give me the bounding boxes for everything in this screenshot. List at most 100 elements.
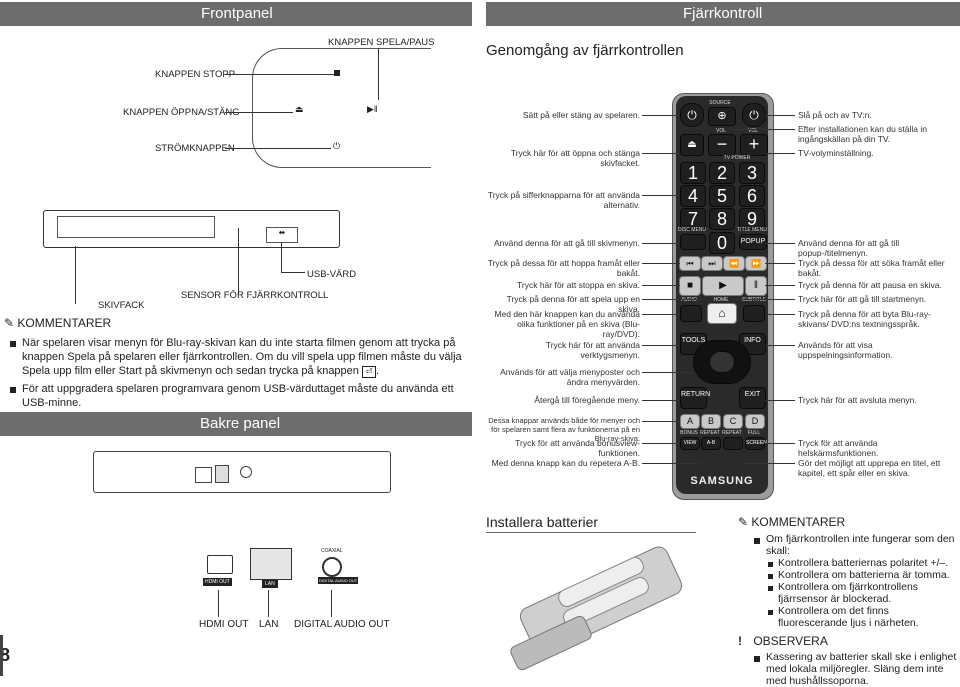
home-label: HOME <box>713 297 729 303</box>
full-screen-key[interactable]: SCREEN <box>745 437 767 450</box>
remote-header: Fjärrkontroll <box>486 2 960 26</box>
label-l6: Tryck här för att stoppa en skiva. <box>517 280 640 290</box>
digit-6[interactable]: 6 <box>739 185 765 207</box>
page-number: 8 <box>0 645 14 666</box>
pause-key[interactable]: ‖ <box>745 276 767 296</box>
label-l5: Tryck på dessa för att hoppa framåt elle… <box>487 258 640 278</box>
eject-key[interactable]: ⏏ <box>680 134 704 156</box>
title-menu-label: TITLE MENU <box>737 227 767 233</box>
repeat-key[interactable] <box>723 437 743 450</box>
digit-9[interactable]: 9 <box>739 208 765 230</box>
repeat2-label: REPEAT <box>722 430 742 436</box>
vol-up-key[interactable]: + <box>740 134 768 156</box>
color-key-c[interactable]: C <box>723 414 743 429</box>
stop-key[interactable]: ■ <box>679 276 701 296</box>
label-r2: Efter installationen kan du ställa in in… <box>798 124 927 144</box>
label-play-pause: KNAPPEN SPELA/PAUS <box>328 37 435 48</box>
power-symbol: ⏻ <box>333 141 341 151</box>
label-r4: Använd denna för att gå till popup-/tite… <box>798 238 900 258</box>
lan-port-zoom <box>250 548 292 580</box>
note-right-item-1: Kontrollera batteriernas polaritet +/–. <box>768 557 960 569</box>
power-key[interactable]: ⏻ <box>680 103 704 127</box>
color-key-a[interactable]: A <box>680 414 700 429</box>
nav-pad-center[interactable] <box>709 351 735 373</box>
rear-lan-port <box>215 465 229 483</box>
label-r12: Gör det möjligt att upprepa en titel, et… <box>798 458 941 478</box>
note-left-item-2: För att uppgradera spelaren programvara … <box>8 382 468 410</box>
digit-4[interactable]: 4 <box>680 185 706 207</box>
audio-key[interactable] <box>680 305 702 322</box>
source-key[interactable]: ⊕ <box>708 107 736 126</box>
return-key[interactable]: RETURN <box>680 387 710 409</box>
disc-menu-label: DISC MENU <box>677 227 707 233</box>
bonus-label: BONUS <box>680 430 698 436</box>
note-left-item-1: När spelaren visar menyn för Blu-ray-ski… <box>8 336 468 378</box>
note-right: ✎ KOMMENTARER Om fjärrkontrollen inte fu… <box>738 516 960 687</box>
skip-forward-key[interactable]: ⏭ <box>701 256 723 271</box>
pencil-icon-right: ✎ <box>738 515 749 529</box>
label-lan: LAN <box>259 619 279 630</box>
usb-port-front: ⬌ <box>266 227 298 243</box>
digit-2[interactable]: 2 <box>709 162 735 184</box>
nav-pad[interactable] <box>693 340 751 384</box>
label-tray: SKIVFACK <box>98 300 145 311</box>
subtitle-key[interactable] <box>743 305 765 322</box>
label-r3: TV-volyminställning. <box>798 148 874 158</box>
player-front-view <box>43 210 340 248</box>
digit-3[interactable]: 3 <box>739 162 765 184</box>
digit-8[interactable]: 8 <box>709 208 735 230</box>
home-key[interactable]: ⌂ <box>707 303 737 324</box>
label-r9: Används för att visa uppspelningsinforma… <box>798 340 893 360</box>
vol-down-key[interactable]: − <box>708 134 736 156</box>
battery-illustration <box>500 543 690 673</box>
label-l1: Sätt på eller stäng av spelaren. <box>522 110 640 120</box>
play-pause-symbol: ▶‖ <box>367 104 378 114</box>
audio-label: AUDIO <box>681 297 697 303</box>
tv-vol-label: VOL <box>747 128 758 134</box>
color-key-b[interactable]: B <box>701 414 721 429</box>
digit-0[interactable]: 0 <box>709 232 735 254</box>
label-r11: Tryck för att använda helskärmsfunktione… <box>798 438 879 458</box>
label-r10: Tryck här för att avsluta menyn. <box>798 395 917 405</box>
disc-menu-key[interactable] <box>680 234 706 250</box>
label-l3: Tryck på sifferknapparna för att använda… <box>487 190 640 210</box>
digital-audio-label-small: DIGITAL AUDIO OUT <box>318 577 359 584</box>
label-stop: KNAPPEN STOPP <box>155 69 236 80</box>
label-l11: Återgå till föregående meny. <box>534 395 640 405</box>
search-forward-key[interactable]: ⏩ <box>745 256 767 271</box>
label-l13: Tryck för att använda bonusview-funktion… <box>515 438 640 458</box>
coaxial-port-zoom <box>322 557 342 577</box>
label-l9: Tryck här för att använda verktygsmenyn. <box>545 340 640 360</box>
popup-key[interactable]: POPUP <box>739 234 767 250</box>
repeat-ab-key[interactable]: A-B <box>701 437 721 450</box>
skip-back-key[interactable]: ⏮ <box>679 256 701 271</box>
digit-1[interactable]: 1 <box>680 162 706 184</box>
tv-power-label: TV POWER <box>723 155 751 161</box>
enter-icon: ⏎ <box>361 366 376 378</box>
search-back-key[interactable]: ⏪ <box>723 256 745 271</box>
label-sensor: SENSOR FÖR FJÄRRKONTROLL <box>181 290 329 301</box>
tv-power-key[interactable]: ⏻ <box>742 103 766 127</box>
stop-symbol <box>334 70 340 76</box>
frontpanel-header: Frontpanel <box>0 2 472 26</box>
label-r1: Slå på och av TV:n. <box>798 110 872 120</box>
label-l8: Med den här knappen kan du använda olika… <box>494 309 640 339</box>
note-right-item-2: Kontrollera om batterierna är tomma. <box>768 569 960 581</box>
lan-port-label: LAN <box>262 580 278 588</box>
play-key[interactable]: ▶ <box>702 276 744 296</box>
label-digital-audio-out: DIGITAL AUDIO OUT <box>294 619 390 630</box>
digit-7[interactable]: 7 <box>680 208 706 230</box>
digit-5[interactable]: 5 <box>709 185 735 207</box>
caution-item-1: Kassering av batterier skall ske i enlig… <box>752 651 960 687</box>
color-key-d[interactable]: D <box>745 414 765 429</box>
bonus-view-key[interactable]: VIEW <box>680 437 700 450</box>
note-right-item-4: Kontrollera om det finns fluorescerande … <box>768 605 960 629</box>
label-l7: Tryck på denna för att spela upp en skiv… <box>506 294 640 314</box>
install-title: Installera batterier <box>486 514 599 530</box>
note-right-item-3: Kontrollera om fjärrkontrollens fjärrsen… <box>768 581 960 605</box>
exit-key[interactable]: EXIT <box>739 387 766 409</box>
note-right-lead: Om fjärrkontrollen inte fungerar som den… <box>752 533 960 557</box>
remote-title: Genomgång av fjärrkontrollen <box>486 42 684 59</box>
label-usb: USB-VÄRD <box>307 269 357 280</box>
frontpanel-header-text: Frontpanel <box>201 5 273 22</box>
